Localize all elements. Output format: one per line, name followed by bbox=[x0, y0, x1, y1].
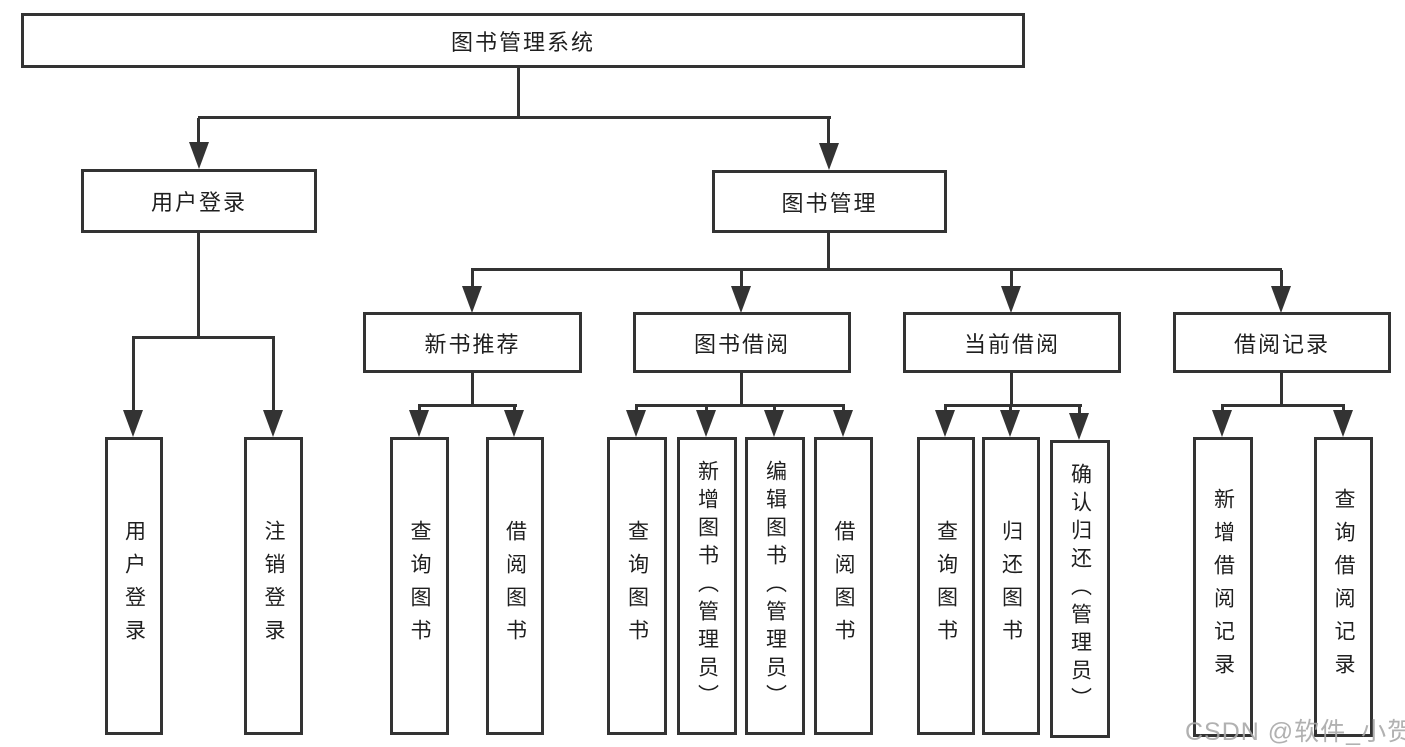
leaf-query-books-3: 查询图书 bbox=[917, 437, 975, 735]
arrow-down-icon bbox=[189, 142, 209, 169]
connector-line bbox=[1078, 406, 1081, 414]
leaf-return-books: 归还图书 bbox=[982, 437, 1040, 735]
connector-line bbox=[197, 118, 200, 145]
leaf-query-books: 查询图书 bbox=[390, 437, 449, 735]
arrow-down-icon bbox=[696, 410, 716, 437]
connector-line bbox=[1009, 406, 1012, 411]
arrow-down-icon bbox=[626, 410, 646, 437]
leaf-query-borrow-record: 查询借阅记录 bbox=[1314, 437, 1373, 737]
arrow-down-icon bbox=[1212, 410, 1232, 437]
connector-line bbox=[132, 336, 275, 339]
leaf-borrow-books-2: 借阅图书 bbox=[814, 437, 873, 735]
node-library-management-system: 图书管理系统 bbox=[21, 13, 1025, 68]
connector-line bbox=[635, 404, 845, 407]
connector-line bbox=[418, 404, 517, 407]
arrow-down-icon bbox=[1000, 410, 1020, 437]
connector-line bbox=[740, 270, 743, 287]
connector-line bbox=[635, 406, 638, 411]
connector-line bbox=[1280, 270, 1283, 287]
node-book-borrowing: 图书借阅 bbox=[633, 312, 851, 373]
node-current-borrowing: 当前借阅 bbox=[903, 312, 1121, 373]
leaf-edit-books-admin: 编辑图书（管理员） bbox=[745, 437, 805, 735]
connector-line bbox=[471, 270, 474, 287]
connector-line bbox=[1010, 270, 1013, 287]
connector-line bbox=[197, 233, 200, 337]
connector-line bbox=[198, 116, 831, 119]
connector-line bbox=[132, 338, 135, 410]
node-user-login: 用户登录 bbox=[81, 169, 317, 233]
arrow-down-icon bbox=[409, 410, 429, 437]
connector-line bbox=[272, 338, 275, 410]
connector-line bbox=[1010, 373, 1013, 406]
node-book-management: 图书管理 bbox=[712, 170, 947, 233]
connector-line bbox=[944, 406, 947, 411]
arrow-down-icon bbox=[263, 410, 283, 437]
node-new-book-recommendation: 新书推荐 bbox=[363, 312, 582, 373]
connector-line bbox=[418, 406, 421, 411]
arrow-down-icon bbox=[833, 410, 853, 437]
arrow-down-icon bbox=[504, 410, 524, 437]
leaf-borrow-books: 借阅图书 bbox=[486, 437, 544, 735]
connector-line bbox=[944, 404, 1082, 407]
leaf-confirm-return-admin: 确认归还（管理员） bbox=[1050, 440, 1110, 738]
arrow-down-icon bbox=[819, 143, 839, 170]
connector-line bbox=[471, 268, 1282, 271]
connector-line bbox=[1342, 406, 1345, 411]
arrow-down-icon bbox=[123, 410, 143, 437]
connector-line bbox=[1280, 373, 1283, 406]
arrow-down-icon bbox=[1271, 286, 1291, 313]
arrow-down-icon bbox=[731, 286, 751, 313]
leaf-add-books-admin: 新增图书（管理员） bbox=[677, 437, 737, 735]
csdn-watermark: CSDN @软件_小贺同学 bbox=[1185, 718, 1405, 746]
arrow-down-icon bbox=[1001, 286, 1021, 313]
leaf-logout: 注销登录 bbox=[244, 437, 303, 735]
connector-line bbox=[1221, 404, 1345, 407]
arrow-down-icon bbox=[1069, 413, 1089, 440]
arrow-down-icon bbox=[1333, 410, 1353, 437]
connector-line bbox=[513, 406, 516, 411]
connector-line bbox=[517, 68, 520, 118]
leaf-user-login: 用户登录 bbox=[105, 437, 163, 735]
connector-line bbox=[827, 233, 830, 270]
connector-line bbox=[827, 118, 830, 146]
arrow-down-icon bbox=[764, 410, 784, 437]
connector-line bbox=[740, 373, 743, 406]
arrow-down-icon bbox=[462, 286, 482, 313]
node-borrowing-records: 借阅记录 bbox=[1173, 312, 1391, 373]
connector-line bbox=[471, 373, 474, 406]
connector-line bbox=[842, 406, 845, 411]
connector-line bbox=[1221, 406, 1224, 411]
connector-line bbox=[773, 406, 776, 411]
leaf-add-borrow-record: 新增借阅记录 bbox=[1193, 437, 1253, 737]
connector-line bbox=[705, 406, 708, 411]
leaf-query-books-2: 查询图书 bbox=[607, 437, 667, 735]
arrow-down-icon bbox=[935, 410, 955, 437]
